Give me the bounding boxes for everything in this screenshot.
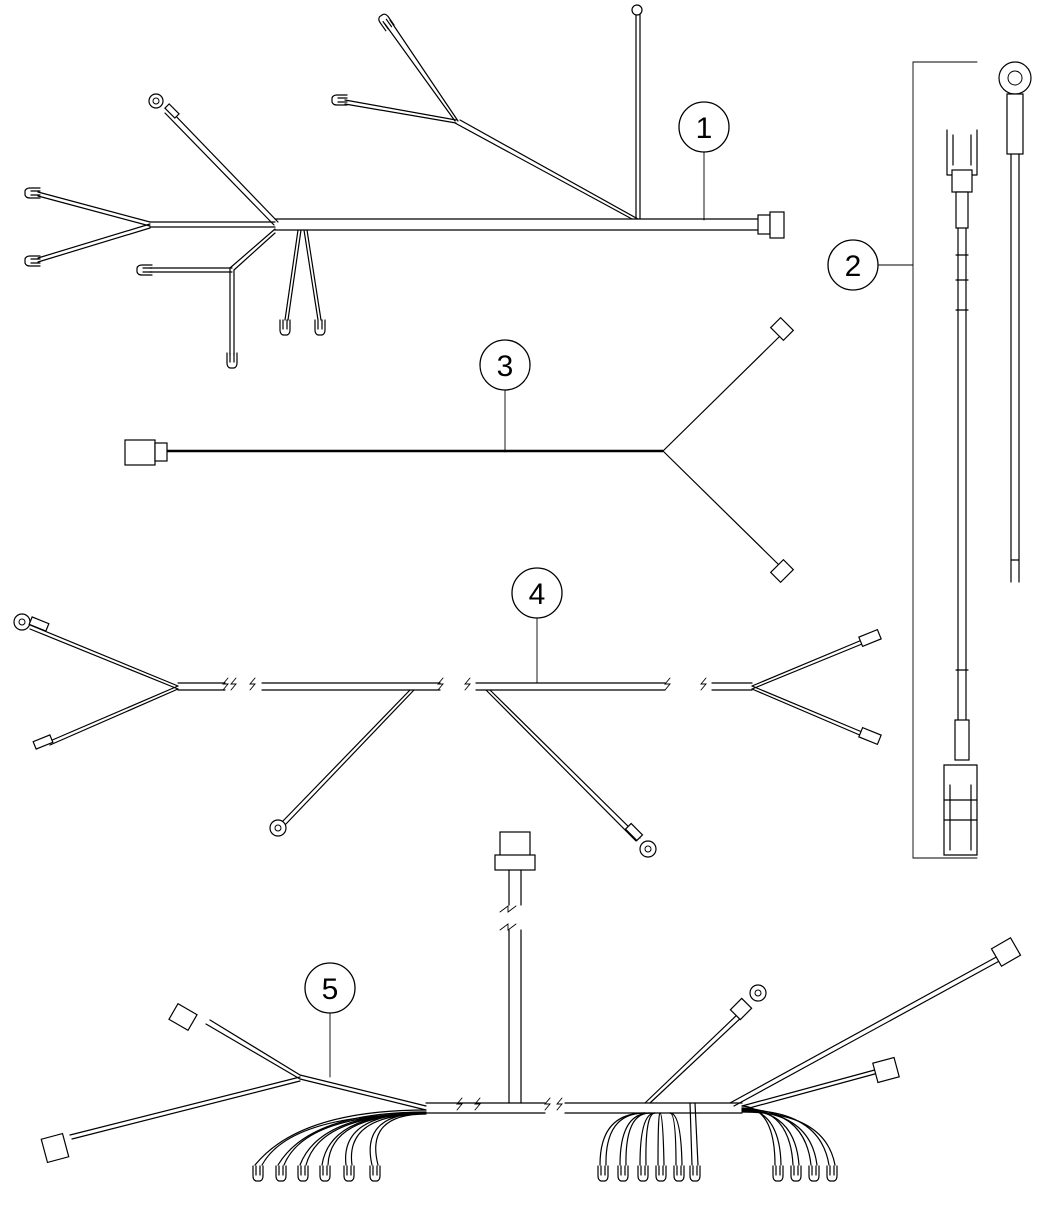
harness-1: 1 — [24, 4, 785, 369]
callout-5-circle — [304, 962, 356, 1014]
harness-5: 5 — [40, 831, 1022, 1182]
harness-2: 2 — [827, 61, 1032, 859]
callout-5-label: 5 — [322, 973, 339, 1006]
callout-3-label: 3 — [497, 350, 514, 383]
callout-1-label: 1 — [696, 112, 713, 145]
callout-4-circle — [511, 567, 563, 619]
harness-4: 4 — [13, 567, 882, 858]
harness-3: 3 — [124, 316, 795, 584]
callout-3-circle — [479, 339, 531, 391]
callout-1-circle — [678, 101, 730, 153]
callout-2-label: 2 — [845, 250, 862, 283]
callout-4-label: 4 — [529, 578, 546, 611]
callout-2-circle — [827, 239, 879, 291]
